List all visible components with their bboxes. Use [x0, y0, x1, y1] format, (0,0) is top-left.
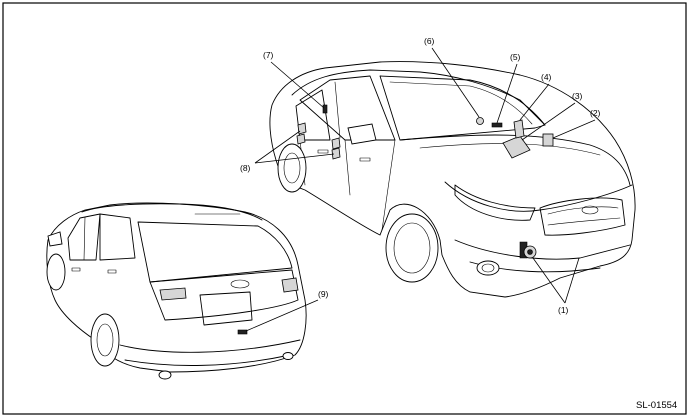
callout-9: (9): [318, 289, 329, 299]
leader-lines: [245, 47, 596, 332]
car-rear-view: [46, 202, 307, 380]
callout-8: (8): [240, 163, 251, 173]
callout-7: (7): [263, 50, 274, 60]
callout-5: (5): [510, 52, 521, 62]
callout-3: (3): [572, 91, 583, 101]
callout-4: (4): [541, 72, 552, 82]
callout-2: (2): [590, 108, 601, 118]
car-front-view: [269, 61, 636, 298]
callout-6: (6): [424, 36, 435, 46]
callout-1: (1): [558, 305, 569, 315]
figure-id: SL-01554: [636, 400, 677, 411]
callout-labels: (1) (2) (3) (4) (5) (6) (7) (8) (9): [240, 36, 601, 315]
